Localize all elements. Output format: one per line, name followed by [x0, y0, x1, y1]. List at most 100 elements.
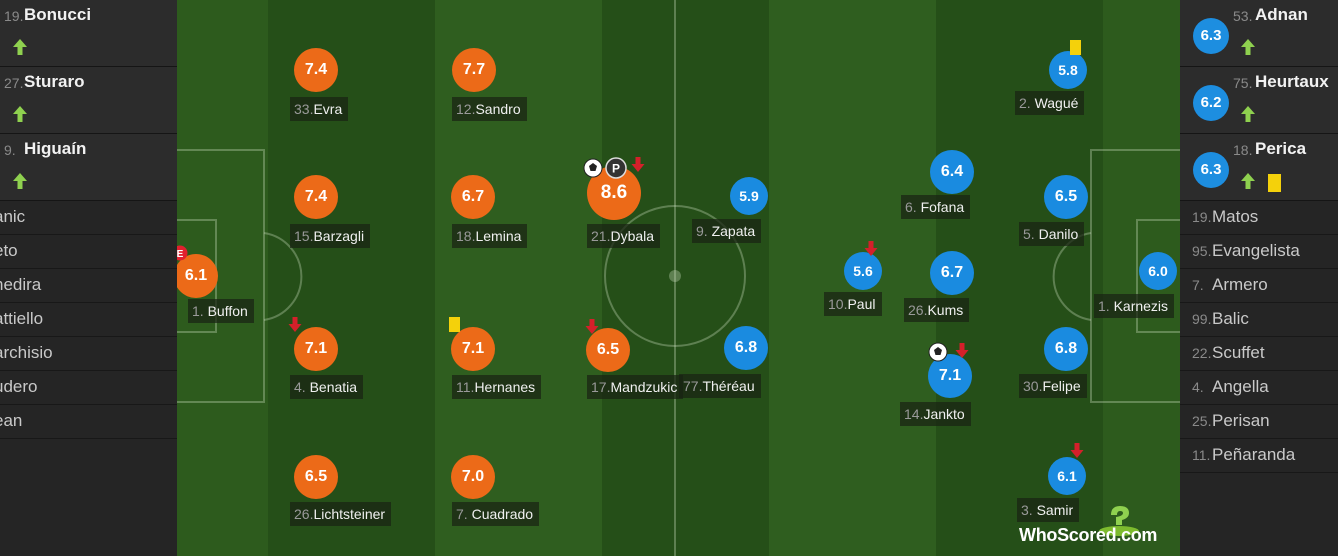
- home-bench-row[interactable]: udero: [0, 371, 177, 405]
- player-number: 19.: [4, 8, 24, 24]
- player-label[interactable]: 7. Cuadrado: [452, 502, 540, 526]
- player-name: Hernanes: [474, 379, 536, 395]
- player-label[interactable]: 12.Sandro: [452, 97, 527, 121]
- player-number: 10.: [828, 296, 848, 312]
- player-label[interactable]: 15.Barzagli: [290, 224, 371, 248]
- away-bench-row[interactable]: 95.Evangelista: [1180, 235, 1338, 269]
- away-bench-row[interactable]: 25.Perisan: [1180, 405, 1338, 439]
- player-name[interactable]: Scuffet: [1212, 343, 1265, 362]
- away-substitutes-panel: 6.3 53. Adnan 6.2 75. Heurtaux 6.3 18. P…: [1180, 0, 1338, 556]
- player-label[interactable]: 1. Buffon: [188, 299, 254, 323]
- player-number: 26.: [294, 506, 314, 522]
- player-label[interactable]: 3. Samir: [1017, 498, 1080, 522]
- player-label[interactable]: 4. Benatia: [290, 375, 364, 399]
- player-number: 18.: [456, 228, 476, 244]
- player-name[interactable]: Armero: [1212, 275, 1268, 294]
- away-sub-row[interactable]: 6.3 53. Adnan: [1180, 0, 1338, 67]
- player-rating: 6.8: [1044, 327, 1088, 371]
- player-rating: 7.7: [452, 48, 496, 92]
- player-number: 95.: [1192, 243, 1212, 259]
- player-number: 12.: [456, 101, 476, 117]
- player-name[interactable]: udero: [0, 377, 38, 396]
- player-rating: 6.3: [1193, 152, 1229, 188]
- player-name[interactable]: Perisan: [1212, 411, 1270, 430]
- player-label[interactable]: 9. Zapata: [692, 219, 762, 243]
- player-label[interactable]: 18.Lemina: [452, 224, 528, 248]
- player-name[interactable]: Angella: [1212, 377, 1269, 396]
- player-name[interactable]: archisio: [0, 343, 53, 362]
- player-label[interactable]: 10.Paul: [824, 292, 882, 316]
- away-bench-row[interactable]: 22.Scuffet: [1180, 337, 1338, 371]
- away-sub-row[interactable]: 6.2 75. Heurtaux: [1180, 67, 1338, 134]
- player-name[interactable]: Bonucci: [24, 5, 92, 24]
- away-bench-row[interactable]: 7.Armero: [1180, 269, 1338, 303]
- player-label[interactable]: 5. Danilo: [1019, 222, 1085, 246]
- player-name: Sandro: [475, 101, 521, 117]
- player-label[interactable]: 11.Hernanes: [452, 375, 542, 399]
- player-rating: 6.1: [177, 254, 218, 298]
- away-sub-row[interactable]: 6.3 18. Perica: [1180, 134, 1338, 201]
- away-bench-row[interactable]: 4.Angella: [1180, 371, 1338, 405]
- player-label[interactable]: 14.Jankto: [900, 402, 971, 426]
- home-bench-row[interactable]: archisio: [0, 337, 177, 371]
- player-label[interactable]: 21.Dybala: [587, 224, 661, 248]
- player-name[interactable]: nedira: [0, 275, 42, 294]
- home-bench-row[interactable]: eto: [0, 235, 177, 269]
- home-sub-row[interactable]: 27. Sturaro: [0, 67, 177, 134]
- player-name[interactable]: eto: [0, 241, 18, 260]
- red-down-arrow-icon: [585, 319, 599, 334]
- player-name: Dybala: [610, 228, 655, 244]
- away-bench-row[interactable]: 99.Balic: [1180, 303, 1338, 337]
- player-number: 6.: [905, 199, 917, 215]
- player-rating: 6.5: [586, 328, 630, 372]
- player-rating: 7.1: [294, 327, 338, 371]
- home-bench-row[interactable]: nedira: [0, 269, 177, 303]
- home-bench-row[interactable]: anic: [0, 201, 177, 235]
- player-name: Paul: [847, 296, 876, 312]
- player-rating: 6.8: [724, 326, 768, 370]
- player-label[interactable]: 33.Evra: [290, 97, 349, 121]
- player-name[interactable]: Perica: [1255, 139, 1307, 158]
- player-label[interactable]: 26.Lichtsteiner: [290, 502, 392, 526]
- player-label[interactable]: 26.Kums: [904, 298, 970, 322]
- away-bench-row[interactable]: 19.Matos: [1180, 201, 1338, 235]
- player-label[interactable]: 30.Felipe: [1019, 374, 1087, 398]
- player-name[interactable]: ean: [0, 411, 23, 430]
- player-label[interactable]: 6. Fofana: [901, 195, 971, 219]
- player-number: 25.: [1192, 413, 1212, 429]
- home-bench-row[interactable]: ean: [0, 405, 177, 439]
- away-bench-row[interactable]: 11.Peñaranda: [1180, 439, 1338, 473]
- player-name[interactable]: Heurtaux: [1255, 72, 1329, 91]
- player-name[interactable]: Balic: [1212, 309, 1249, 328]
- player-name[interactable]: Higuaín: [24, 139, 87, 158]
- player-number: 53.: [1233, 8, 1253, 24]
- player-label[interactable]: 77.Théréau: [679, 374, 761, 398]
- player-name[interactable]: anic: [0, 207, 26, 226]
- player-name[interactable]: Sturaro: [24, 72, 85, 91]
- player-name: Buffon: [207, 303, 248, 319]
- green-up-arrow-icon: [1241, 39, 1255, 55]
- pitch-stripe: [268, 0, 435, 556]
- player-name[interactable]: Adnan: [1255, 5, 1308, 24]
- player-name[interactable]: Peñaranda: [1212, 445, 1296, 464]
- pitch-stripe: [602, 0, 769, 556]
- player-label[interactable]: 17.Mandzukic: [587, 375, 684, 399]
- red-down-arrow-icon: [1070, 443, 1084, 458]
- player-number: 19.: [1192, 209, 1212, 225]
- player-number: 9.: [4, 142, 16, 158]
- player-rating: 5.9: [730, 177, 768, 215]
- pitch: 6.1 1. Buffon E 7.4 33.Evra 7.4 15.Barza…: [177, 0, 1180, 556]
- home-sub-row[interactable]: 9. Higuaín: [0, 134, 177, 201]
- player-label[interactable]: 1. Karnezis: [1094, 294, 1175, 318]
- player-number: 11.: [456, 379, 475, 395]
- player-name[interactable]: Evangelista: [1212, 241, 1300, 260]
- player-name[interactable]: Matos: [1212, 207, 1259, 226]
- player-number: 2.: [1019, 95, 1031, 111]
- player-number: 21.: [591, 228, 611, 244]
- player-number: 7.: [456, 506, 468, 522]
- player-label[interactable]: 2. Wagué: [1015, 91, 1085, 115]
- home-sub-row[interactable]: 19. Bonucci: [0, 0, 177, 67]
- player-rating: 7.0: [451, 455, 495, 499]
